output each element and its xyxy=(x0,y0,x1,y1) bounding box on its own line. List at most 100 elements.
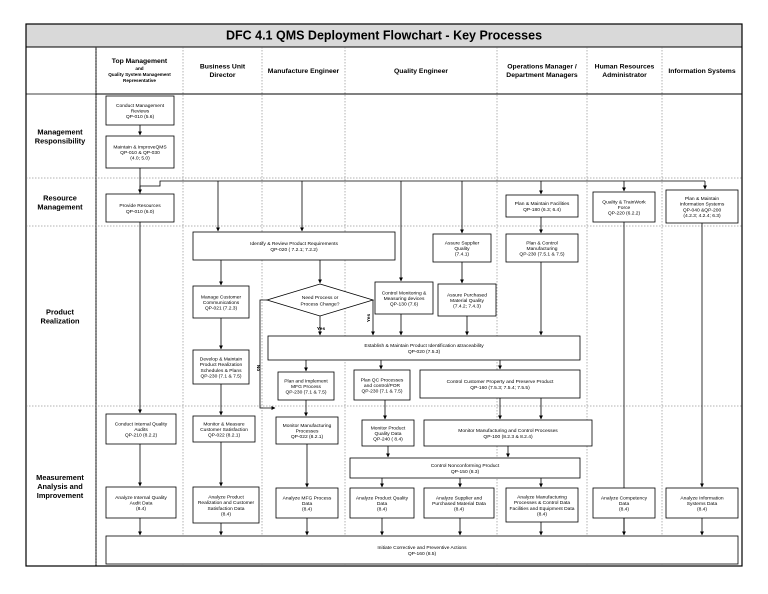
process-box-text: Monitor Manufacturing and Control Proces… xyxy=(458,428,558,440)
process-box-text-line: Provide Resources xyxy=(119,203,161,209)
yes-label-side: Yes xyxy=(366,314,372,323)
column-header-line: Manufacture Engineer xyxy=(268,68,340,75)
process-box-text-line: QP-022 (8.2.1) xyxy=(208,433,241,439)
process-box-frame xyxy=(192,486,260,524)
process-box-text-line: QP-010 (5.6) xyxy=(126,114,155,120)
process-box-text-line: Analyze MFG Process xyxy=(283,495,332,501)
process-box-text-line: Audit Data xyxy=(130,500,153,506)
process-box-text-line: Assure Supplier xyxy=(445,240,480,246)
column-header-line: Operations Manager / xyxy=(507,64,577,71)
process-box-text-line: Purchased Material Data xyxy=(432,501,486,507)
row-header-band xyxy=(25,46,97,567)
row-header-line: Resource xyxy=(43,194,77,203)
process-box-text-line: QP-230 (7.5.1 & 7.5) xyxy=(519,252,564,258)
process-box-text-line: Analyze Product xyxy=(208,495,244,501)
process-box-text-line: QP-040 &QP-200 xyxy=(683,207,722,213)
process-box-frame xyxy=(423,419,593,447)
process-box-text-line: QP-020 (7.5.3) xyxy=(408,349,441,355)
process-box-frame xyxy=(423,487,495,519)
process-box-text-line: Measuring devices xyxy=(384,296,425,302)
process-box-frame xyxy=(419,369,581,399)
process-box-text-line: Plan & Maintain Facilities xyxy=(515,201,570,207)
row-header-line: Analysis and xyxy=(37,482,83,491)
row-header-line: Management xyxy=(37,203,83,212)
process-box-text-line: Analyze Supplier and xyxy=(436,495,482,501)
column-header-line: Business Unit xyxy=(200,64,246,71)
process-box-text-line: Plan QC Processes xyxy=(361,377,404,383)
process-box-frame xyxy=(592,487,656,519)
column-header-line: Information Systems xyxy=(668,68,735,75)
process-box-frame xyxy=(105,486,177,519)
process-box-text-line: Conduct Management xyxy=(116,103,165,109)
process-box-text-line: Monitor Product xyxy=(371,425,406,431)
process-box-text-line: Material Quality xyxy=(450,298,485,304)
process-box-text-line: Develop & Maintain xyxy=(200,357,243,363)
connector-line xyxy=(139,180,705,194)
column-header: Operations Manager /Department Managers xyxy=(506,64,578,80)
process-box-text-line: Plan and Implement xyxy=(284,378,328,384)
process-box-text: Establish & Maintain Product Identificat… xyxy=(364,343,484,355)
process-box-frame xyxy=(192,349,250,385)
process-box-establish-identification: Establish & Maintain Product Identificat… xyxy=(267,335,581,361)
column-header: Top Management xyxy=(112,58,168,65)
column-header-band xyxy=(95,46,743,95)
column-header-line: Department Managers xyxy=(506,72,578,79)
process-box-text-line: Initiate Corrective and Preventive Actio… xyxy=(377,545,467,551)
process-box-text-line: Systems Data xyxy=(687,501,718,507)
process-box-text-line: Data xyxy=(377,501,388,507)
process-box-text-line: QP-160 (8.5) xyxy=(408,551,437,557)
process-box-text: Control Customer Property and Preserve P… xyxy=(447,379,554,391)
process-box-frame xyxy=(277,371,335,401)
column-header: Information Systems xyxy=(668,68,735,75)
process-box-frame xyxy=(505,194,579,218)
process-box-text-line: Reviews xyxy=(131,108,150,114)
process-box-text-line: QP-150 (8.3) xyxy=(451,469,480,475)
column-header: Manufacture Engineer xyxy=(268,68,340,75)
column-header-sub-line: Representative xyxy=(123,78,156,83)
process-box-text-line: Analyze Information xyxy=(680,495,724,501)
process-box-frame xyxy=(275,416,339,445)
process-box-text-line: QP-230 (7.1 & 7.5) xyxy=(200,373,241,379)
process-box-text-line: Force xyxy=(618,205,631,211)
process-box-corrective-preventive: Initiate Corrective and Preventive Actio… xyxy=(105,535,739,565)
process-box-text: Initiate Corrective and Preventive Actio… xyxy=(377,545,467,557)
process-box-text-line: Establish & Maintain Product Identificat… xyxy=(364,343,484,349)
process-box-text-line: Processes xyxy=(296,428,319,434)
process-box-text-line: Analyze Internal Quality xyxy=(115,495,167,501)
row-header-line: Management xyxy=(37,128,83,137)
decision-text-line: Process Change? xyxy=(301,301,340,307)
process-box-frame xyxy=(349,487,415,519)
process-box-text-line: Realization and Customer xyxy=(198,500,255,506)
process-box-text-line: Data xyxy=(619,501,630,507)
process-box-text-line: QP-230 (7.1 & 7.5) xyxy=(285,390,326,396)
process-box-text-line: Processes & Control Data xyxy=(514,500,571,506)
row-header-line: Measurement xyxy=(36,473,84,482)
yes-label: Yes xyxy=(317,326,326,332)
